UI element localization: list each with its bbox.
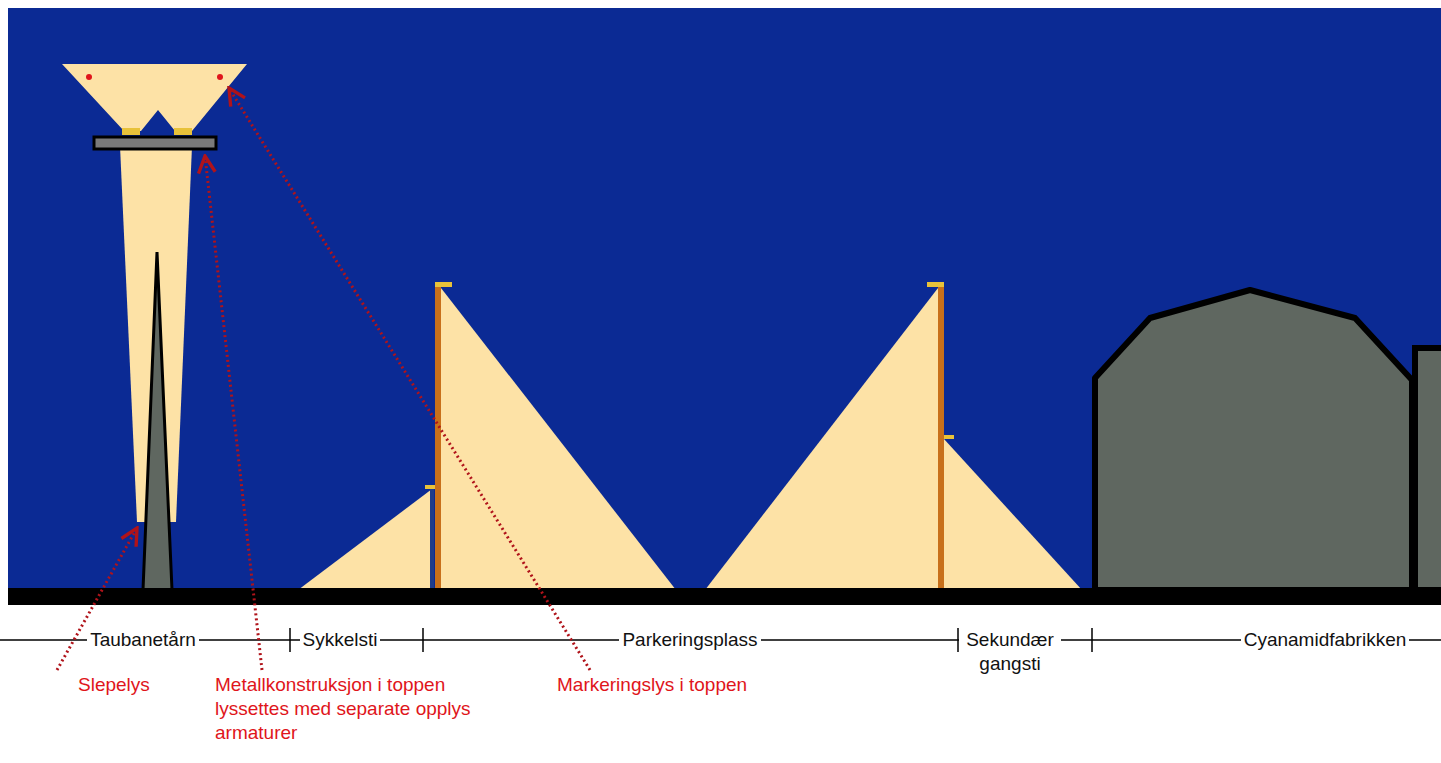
path-lamp	[944, 435, 954, 439]
metal-structure	[94, 137, 216, 149]
callout-label: Markeringslys i toppen	[557, 673, 747, 697]
uplight	[174, 128, 192, 135]
factory-building	[1415, 348, 1441, 590]
factory-building	[1095, 290, 1412, 590]
parking-light-beam	[705, 288, 938, 590]
night-sky	[8, 8, 1441, 590]
path-light-beam	[944, 439, 1082, 590]
uplight-beam	[62, 64, 247, 131]
path-light-beam	[298, 489, 432, 590]
dimension-tick	[289, 628, 291, 652]
lamp	[435, 282, 452, 287]
section-label: Cyanamidfabrikken	[1241, 628, 1410, 652]
marker-light	[217, 74, 223, 80]
dimension-tick	[422, 628, 424, 652]
leader-line	[229, 88, 590, 670]
light-pole	[938, 284, 944, 590]
callout-label: Slepelys	[78, 673, 150, 697]
section-label: Sykkelsti	[300, 628, 381, 652]
section-label: Sekundær gangsti	[959, 628, 1061, 676]
ground	[8, 588, 1441, 605]
leader-line	[205, 156, 262, 670]
marker-light	[86, 74, 92, 80]
cable-tower	[143, 252, 172, 590]
path-lamp	[425, 485, 435, 489]
callout-label: Metallkonstruksjon i toppen lyssettes me…	[215, 673, 485, 745]
section-label: Parkeringsplass	[619, 628, 760, 652]
dimension-tick	[1091, 628, 1093, 652]
section-label: Taubanetårn	[87, 628, 199, 652]
uplight	[122, 128, 140, 135]
light-pole	[435, 284, 441, 590]
parking-light-beam	[441, 288, 676, 590]
path-pole	[430, 487, 434, 590]
lamp	[927, 282, 944, 287]
